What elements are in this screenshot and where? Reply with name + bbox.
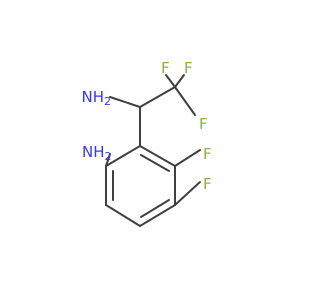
atom-labels: NH2 NH2 F F F F F: [82, 59, 212, 193]
atom-f-ring-lower: F: [203, 175, 212, 193]
bond-c4-c5: [105, 204, 141, 227]
bond-c1-c2: [139, 145, 176, 167]
bond-double-c1-c2: [140, 154, 170, 172]
atom-f-cf3-right: F: [199, 115, 208, 133]
bond-c3-c4: [139, 204, 176, 227]
bond-ch-nh2: [109, 96, 141, 108]
atom-f-cf3-topright: F: [184, 59, 193, 77]
bond-group: [105, 74, 201, 227]
bond-cf3-f-topleft: [165, 74, 176, 88]
atom-nh2-side: NH2: [82, 88, 112, 108]
atom-f-ring-upper: F: [203, 145, 212, 163]
bond-c6-nh2: [105, 153, 111, 167]
bond-cf3-f-right: [174, 86, 196, 116]
bond-ch-cf3: [139, 86, 176, 108]
atom-nh2-ring: NH2: [82, 143, 112, 163]
bond-c6-c1: [105, 145, 141, 167]
atom-f-cf3-topleft: F: [161, 59, 170, 77]
bond-cf3-f-topright: [174, 74, 185, 88]
bond-c2-f: [174, 149, 201, 167]
bond-double-c3-c4: [140, 199, 170, 218]
bond-c3-f: [174, 181, 201, 206]
molecule-structure: NH2 NH2 F F F F F: [82, 59, 212, 227]
